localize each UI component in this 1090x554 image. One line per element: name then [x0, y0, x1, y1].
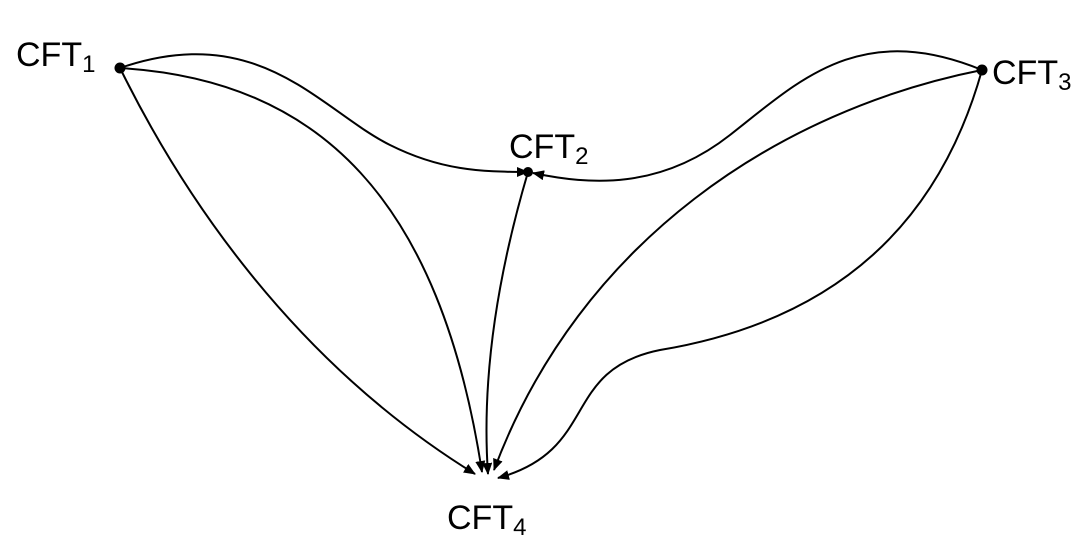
node-dot-cft3: [976, 64, 988, 76]
node-label-cft1-base: CFT: [16, 36, 82, 74]
node-label-cft3-sub: 3: [1058, 69, 1071, 96]
node-label-cft4-sub: 4: [513, 514, 526, 541]
node-label-cft2-base: CFT: [509, 128, 575, 166]
node-dot-cft2: [523, 167, 533, 177]
node-label-cft2: CFT2: [509, 128, 588, 170]
node-label-cft4-base: CFT: [447, 499, 513, 537]
node-label-cft4: CFT4: [447, 499, 526, 541]
node-label-cft3-base: CFT: [992, 54, 1058, 92]
edge-cft3-to-cft4-outer: [497, 69, 983, 480]
edge-cft2-to-cft4: [482, 171, 529, 475]
node-dot-cft1: [114, 62, 126, 74]
edge-cft3-to-cft2: [532, 50, 983, 182]
edge-cft3-to-cft4-inner: [493, 69, 983, 471]
edge-cft1-to-cft2: [119, 53, 529, 177]
node-label-cft2-sub: 2: [575, 143, 588, 170]
node-label-cft1-sub: 1: [82, 51, 95, 78]
node-label-cft3: CFT3: [992, 54, 1071, 96]
node-label-cft1: CFT1: [16, 36, 95, 78]
edge-cft1-to-cft4-inner: [119, 67, 486, 473]
edge-cft1-to-cft4-outer: [119, 67, 476, 475]
